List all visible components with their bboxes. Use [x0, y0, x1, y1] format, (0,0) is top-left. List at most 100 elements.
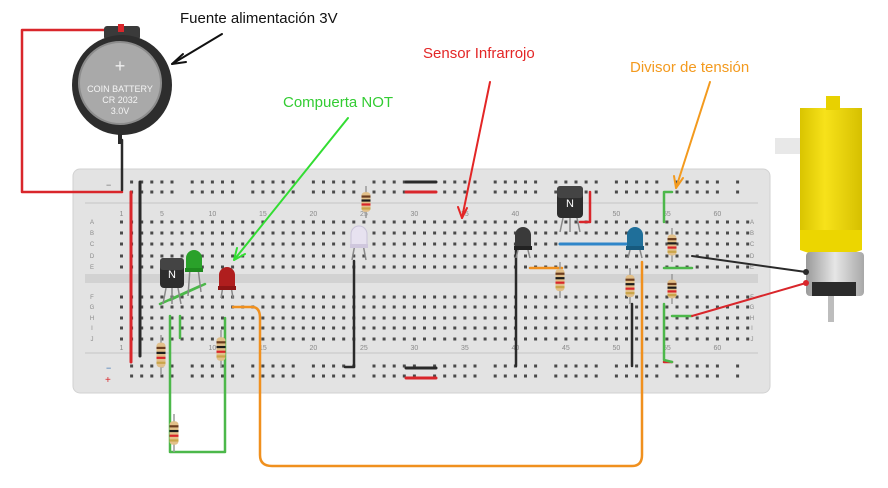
terminal-hole [221, 242, 224, 246]
terminal-hole [160, 305, 164, 309]
terminal-hole [503, 265, 507, 269]
terminal-hole [544, 220, 548, 224]
rail-hole [332, 364, 336, 368]
terminal-hole [412, 295, 416, 299]
rail-hole [210, 180, 214, 184]
rail-hole [342, 364, 346, 368]
terminal-hole [604, 231, 608, 235]
terminal-hole [322, 242, 325, 246]
terminal-hole [241, 242, 245, 246]
terminal-hole [695, 242, 699, 246]
terminal-hole [736, 337, 740, 341]
rail-hole [251, 180, 255, 184]
rail-hole [311, 190, 315, 194]
terminal-hole [544, 326, 548, 330]
terminal-hole [311, 326, 315, 330]
terminal-hole [140, 337, 144, 341]
terminal-hole [291, 326, 295, 330]
terminal-hole [170, 220, 174, 224]
rail-hole [200, 190, 204, 194]
terminal-hole [463, 295, 467, 299]
rail-hole [645, 364, 649, 368]
terminal-hole [423, 326, 426, 330]
rail-hole [675, 364, 679, 368]
terminal-hole [210, 242, 214, 246]
terminal-hole [473, 220, 477, 224]
rail-hole [412, 374, 416, 378]
terminal-hole [170, 231, 174, 235]
rail-hole [736, 180, 740, 184]
terminal-hole [584, 265, 588, 269]
terminal-hole [685, 326, 689, 330]
terminal-hole [200, 254, 204, 258]
terminal-hole [736, 326, 740, 330]
terminal-hole [625, 326, 628, 330]
terminal-hole [524, 265, 527, 269]
rail-hole [564, 374, 568, 378]
rail-hole [715, 364, 719, 368]
row-letter: B [90, 231, 94, 237]
terminal-hole [392, 295, 396, 299]
rail-hole [392, 180, 396, 184]
terminal-hole [402, 254, 406, 258]
terminal-hole [665, 220, 669, 224]
battery-cell [78, 41, 162, 125]
terminal-hole [271, 220, 275, 224]
terminal-hole [231, 242, 235, 246]
rail-hole [150, 190, 154, 194]
rail-hole [170, 190, 174, 194]
terminal-hole [705, 295, 709, 299]
terminal-hole [483, 231, 487, 235]
terminal-hole [221, 254, 224, 258]
rail-hole [160, 190, 164, 194]
terminal-hole [190, 316, 194, 320]
terminal-hole [140, 220, 144, 224]
not-gate-arrow [233, 117, 349, 261]
terminal-hole [554, 242, 558, 246]
rail-hole [503, 364, 507, 368]
column-number: 20 [310, 345, 318, 352]
battery-positive-terminal [118, 24, 124, 32]
terminal-hole [443, 254, 447, 258]
terminal-hole [685, 337, 689, 341]
rail-hole [584, 180, 588, 184]
rail-hole [160, 180, 164, 184]
terminal-hole [503, 316, 507, 320]
terminal-hole [352, 220, 356, 224]
column-number: 60 [714, 211, 722, 218]
rail-hole [463, 374, 467, 378]
rail-hole [685, 190, 689, 194]
row-letter: C [750, 242, 755, 248]
terminal-hole [291, 242, 295, 246]
terminal-hole [463, 254, 467, 258]
resistor-icon [667, 274, 677, 304]
terminal-hole [362, 337, 366, 341]
rail-hole [584, 374, 588, 378]
rail-hole [524, 180, 527, 184]
terminal-hole [594, 316, 598, 320]
terminal-hole [726, 326, 729, 330]
terminal-hole [402, 295, 406, 299]
terminal-hole [190, 326, 194, 330]
terminal-hole [584, 305, 588, 309]
terminal-hole [554, 316, 558, 320]
rail-hole [524, 190, 527, 194]
battery-negative-terminal [118, 134, 122, 144]
column-number: 30 [411, 345, 419, 352]
terminal-hole [715, 337, 719, 341]
terminal-hole [665, 254, 669, 258]
terminal-hole [746, 242, 750, 246]
terminal-hole [635, 265, 639, 269]
column-number: 35 [461, 211, 469, 218]
terminal-hole [160, 231, 164, 235]
rail-hole [715, 190, 719, 194]
terminal-hole [372, 316, 376, 320]
rail-hole [685, 374, 689, 378]
terminal-hole [140, 295, 144, 299]
rail-hole [513, 374, 517, 378]
terminal-hole [534, 326, 538, 330]
terminal-hole [665, 242, 669, 246]
row-letter: D [90, 254, 95, 260]
terminal-hole [221, 220, 224, 224]
